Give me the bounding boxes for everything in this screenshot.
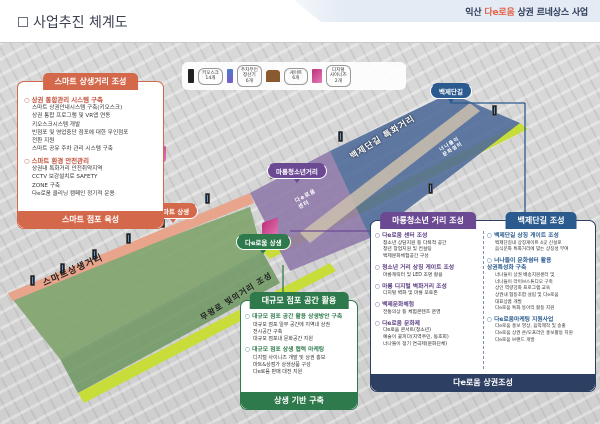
panel-baekje-head: 백제단길 조성 bbox=[505, 212, 577, 229]
kiosk-icon bbox=[205, 193, 210, 204]
panel-smart-foot: 스마트 점포 육성 bbox=[18, 211, 163, 228]
tag-baekje: 백제단길 bbox=[430, 83, 472, 103]
panel-smart: 스마트 상생거리 조성 ○상권 통합관리 시스템 구축 스마트 상권안내시스템 … bbox=[17, 73, 164, 229]
header: 사업추진 체계도 익산 다e로움 상권 르네상스 사업 bbox=[0, 0, 600, 42]
brand-text: 익산 다e로움 상권 르네상스 사업 bbox=[465, 8, 588, 18]
kiosk-icon bbox=[126, 233, 131, 244]
kiosk-icon bbox=[30, 275, 35, 286]
panel-marong-head: 마룡청소년 거리 조성 bbox=[380, 212, 476, 229]
smart-zone-block bbox=[10, 207, 262, 359]
panel-large-store: 대규모 점포 공간 활용 ○대규모 점포 공간 활용 상생방안 구축 대규모 점… bbox=[240, 292, 358, 410]
panel-smart-head: 스마트 상생거리 조성 bbox=[42, 73, 139, 90]
kiosk-icon bbox=[338, 131, 343, 142]
brand-banner bbox=[294, 0, 600, 22]
page-title: 사업추진 체계도 bbox=[18, 12, 128, 32]
panel-divider bbox=[483, 231, 484, 369]
panel-large-store-head: 대규모 점포 공간 활용 bbox=[249, 292, 349, 309]
gate-icon bbox=[265, 70, 280, 82]
kiosk-icon bbox=[428, 183, 433, 194]
marong-column: ○다e로움 센터 조성 청소년 상담지원 등 다목적 공간 청년 창업지원 및 … bbox=[375, 233, 455, 348]
panel-daero-foot: 다e로움 상권조성 bbox=[371, 374, 595, 391]
panel-daero: 마룡청소년 거리 조성 백제단길 조성 ○다e로움 센터 조성 청소년 상담지원… bbox=[370, 212, 596, 392]
baekje-column: ○백제단길 상징 게이트 조성 백제단길내 상징게이트 4곳 신설로 음식문화 … bbox=[487, 233, 573, 343]
tag-daero: 다e로움 상생 bbox=[236, 234, 291, 254]
digital-signage-icon bbox=[311, 69, 322, 83]
panel-large-store-foot: 상생 기반 구축 bbox=[241, 392, 357, 409]
kiosk-icon bbox=[492, 105, 497, 116]
tag-marong: 마룡청소년거리 bbox=[267, 163, 327, 183]
checkbox-square-icon bbox=[18, 17, 28, 27]
kiosk-icon bbox=[188, 69, 194, 83]
baekje-zone-block bbox=[330, 93, 520, 238]
facility-legend: 키오스크 14개 주차무인 정산기 6개 게이트 6개 디지털 사이니즈 2개 bbox=[182, 62, 406, 90]
kiosk-icon bbox=[60, 263, 65, 274]
kiosk-icon bbox=[92, 249, 97, 260]
parking-meter-icon bbox=[226, 69, 233, 83]
